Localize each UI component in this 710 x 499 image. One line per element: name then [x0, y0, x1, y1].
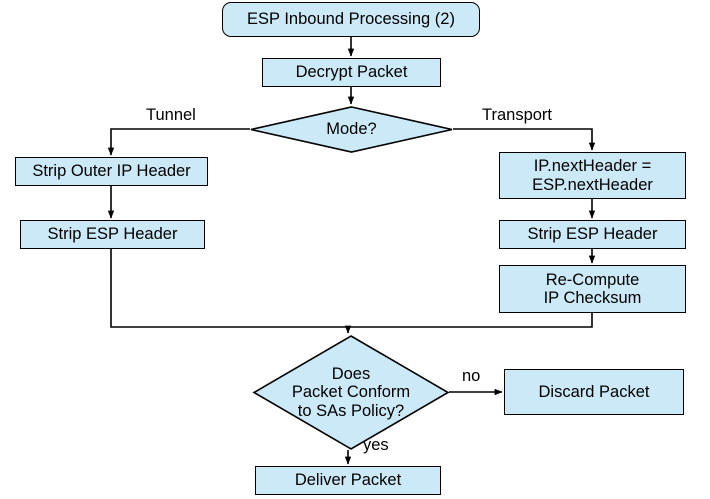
- edge-mode-tunnel: [107, 128, 250, 156]
- node-esp-inbound-processing[interactable]: ESP Inbound Processing (2): [222, 2, 480, 37]
- node-label: Strip ESP Header: [47, 225, 178, 244]
- node-strip-esp-header-tunnel[interactable]: Strip ESP Header: [20, 220, 205, 249]
- node-mode-decision[interactable]: Mode?: [250, 106, 453, 153]
- edge-label-no: no: [462, 367, 481, 385]
- edge-recompute-join: [348, 313, 593, 328]
- node-strip-outer-ip-header[interactable]: Strip Outer IP Header: [15, 157, 208, 186]
- edge-label-tunnel: Tunnel: [146, 106, 196, 124]
- node-strip-esp-header-transport[interactable]: Strip ESP Header: [499, 220, 686, 249]
- node-label: Mode?: [326, 120, 377, 139]
- node-label: Discard Packet: [538, 382, 650, 401]
- node-label: Decrypt Packet: [295, 63, 408, 82]
- node-label: Does Packet Conform to SAs Policy?: [291, 364, 411, 420]
- node-ip-nextheader-assign[interactable]: IP.nextHeader = ESP.nextHeader: [499, 152, 686, 199]
- node-packet-conform-decision[interactable]: Does Packet Conform to SAs Policy?: [252, 335, 450, 450]
- node-label: Deliver Packet: [294, 471, 402, 490]
- node-decrypt-packet[interactable]: Decrypt Packet: [262, 58, 441, 87]
- node-discard-packet[interactable]: Discard Packet: [504, 369, 684, 415]
- edge-mode-transport: [453, 128, 596, 151]
- node-label: Re-Compute IP Checksum: [543, 270, 642, 307]
- node-label: Strip Outer IP Header: [32, 162, 191, 181]
- node-deliver-packet[interactable]: Deliver Packet: [255, 466, 441, 495]
- diamond-shape: [252, 335, 450, 450]
- diamond-shape: [250, 106, 453, 153]
- node-recompute-ip-checksum[interactable]: Re-Compute IP Checksum: [499, 265, 686, 313]
- node-label: ESP Inbound Processing (2): [247, 10, 455, 29]
- node-label: IP.nextHeader = ESP.nextHeader: [532, 157, 653, 194]
- edge-stripespl-join: [110, 249, 348, 328]
- edge-label-yes: yes: [363, 436, 389, 454]
- edge-label-transport: Transport: [482, 106, 552, 124]
- node-label: Strip ESP Header: [527, 225, 658, 244]
